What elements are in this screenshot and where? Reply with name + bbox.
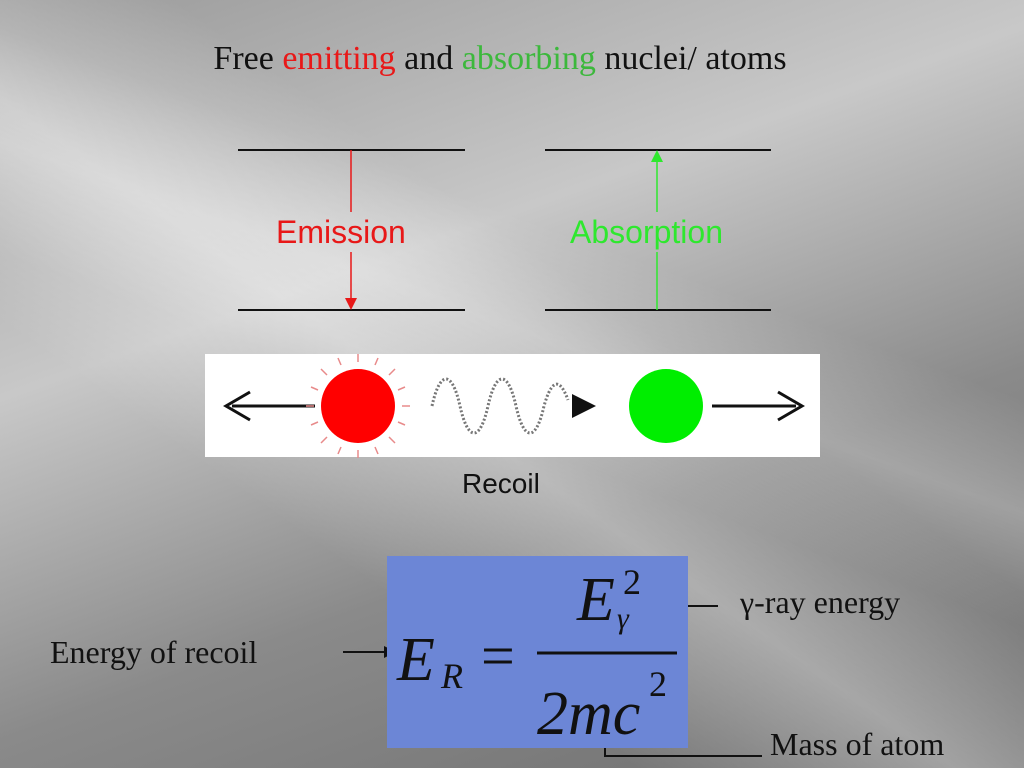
mass-of-atom-annotation: Mass of atom (770, 726, 945, 762)
formula-equals: = (481, 623, 515, 689)
emitting-atom (321, 369, 395, 443)
recoil-label: Recoil (462, 468, 540, 499)
formula-num-E: E (576, 566, 615, 634)
left-recoil-arrowhead (223, 390, 251, 422)
formula-denominator: 2mc (537, 680, 640, 748)
recoil-energy-formula: E R = E 2 γ 2mc 2 (396, 562, 677, 748)
absorption-arrowhead (651, 150, 663, 162)
gamma-ray-energy-annotation: γ-ray energy (740, 584, 901, 620)
emission-label: Emission (276, 214, 406, 250)
formula-num-sub: γ (617, 602, 630, 635)
slide-title: Free emitting and absorbing nuclei/ atom… (0, 40, 1000, 78)
formula-lhs-E: E (396, 626, 435, 694)
title-absorbing: absorbing (461, 40, 596, 77)
right-recoil-arrowhead (777, 390, 805, 422)
formula-num-sup: 2 (623, 562, 641, 602)
energy-of-recoil-annotation: Energy of recoil (50, 634, 258, 670)
absorbing-atom (629, 369, 703, 443)
title-part1: Free (213, 40, 283, 77)
formula-den-sup: 2 (649, 664, 667, 704)
title-part3: nuclei/ atoms (595, 40, 787, 77)
emission-arrowhead (345, 298, 357, 310)
gamma-ray-arrowhead (572, 394, 596, 418)
formula-box: E R = E 2 γ 2mc 2 (387, 556, 688, 748)
absorption-label: Absorption (570, 214, 723, 250)
title-emitting: emitting (282, 40, 396, 77)
formula-lhs-sub: R (440, 656, 463, 696)
title-part2: and (395, 40, 462, 77)
emitting-atom-rays (306, 354, 410, 458)
